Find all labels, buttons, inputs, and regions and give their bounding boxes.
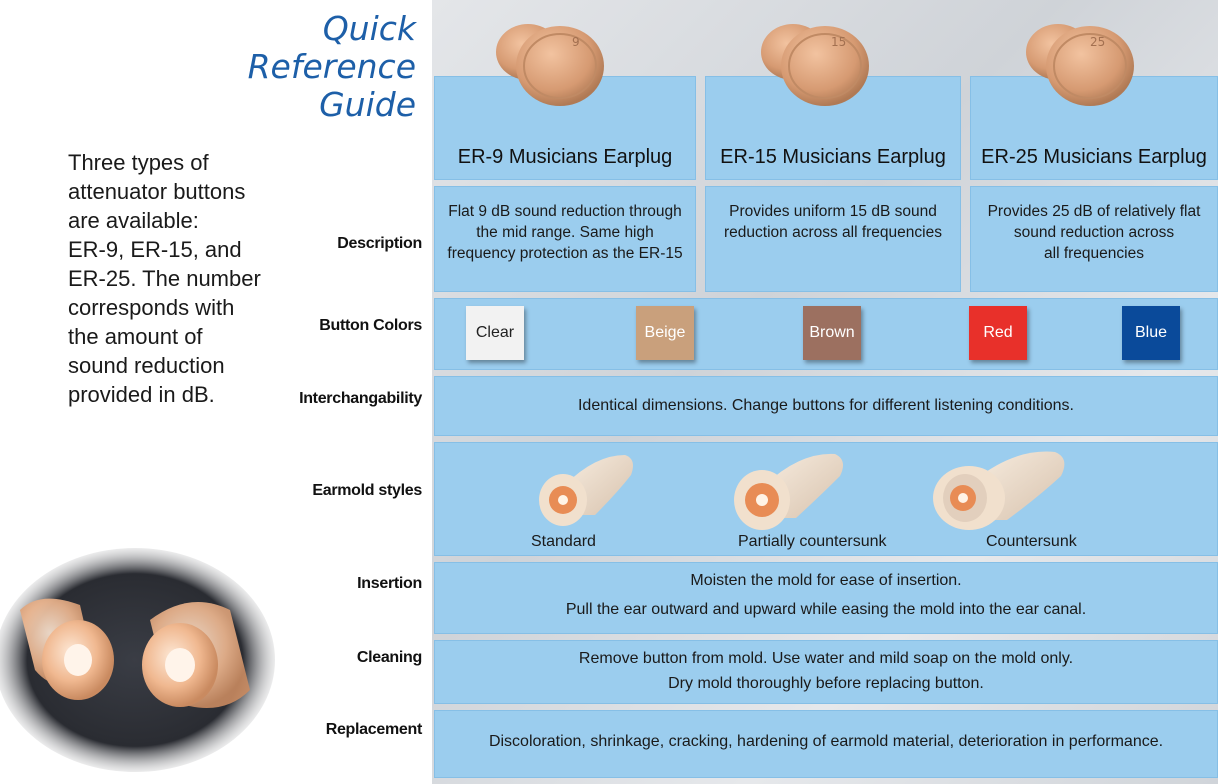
intro-paragraph: Three types of attenuator buttons are av…	[68, 148, 288, 409]
replacement-cell	[434, 710, 1218, 778]
page-title: Quick Reference Guide	[200, 10, 416, 124]
intro-line: corresponds with	[68, 295, 235, 320]
intro-line: Three types of	[68, 150, 209, 175]
description-line: the mid range. Same high	[476, 224, 654, 241]
swatch-red: Red	[969, 306, 1027, 360]
intro-line: ER-9, ER-15, and	[68, 237, 242, 262]
description-cell-er15	[705, 186, 961, 292]
intro-line: attenuator buttons	[68, 179, 246, 204]
er9-button-image: 9	[496, 24, 604, 106]
er25-button-number: 25	[1090, 35, 1105, 49]
title-line-3: Guide	[319, 85, 416, 124]
description-er25: Provides 25 dB of relatively flat sound …	[970, 201, 1218, 264]
intro-line: ER-25. The number	[68, 266, 261, 291]
intro-line: the amount of	[68, 324, 203, 349]
insertion-cell	[434, 562, 1218, 634]
er15-button-number: 15	[831, 35, 846, 49]
intro-line: are available:	[68, 208, 199, 233]
description-line: Flat 9 dB sound reduction through	[448, 203, 682, 220]
description-er15: Provides uniform 15 dB sound reduction a…	[705, 201, 961, 243]
intro-line: provided in dB.	[68, 382, 215, 407]
description-line: frequency protection as the ER-15	[447, 245, 683, 262]
earmold-caption-partially-countersunk: Partially countersunk	[738, 533, 887, 550]
swatch-blue: Blue	[1122, 306, 1180, 360]
cleaning-line-1: Remove button from mold. Use water and m…	[578, 650, 1074, 667]
insertion-line-2: Pull the ear outward and upward while ea…	[565, 601, 1087, 618]
earmold-caption-countersunk: Countersunk	[986, 533, 1077, 550]
earplug-photo	[0, 548, 275, 772]
description-line: reduction across all frequencies	[724, 224, 942, 241]
description-line: Provides 25 dB of relatively flat	[987, 203, 1201, 220]
interchangability-text: Identical dimensions. Change buttons for…	[577, 397, 1074, 414]
column-header-er25: ER-25 Musicians Earplug	[981, 146, 1207, 168]
description-cell-er25	[970, 186, 1218, 292]
row-label-insertion: Insertion	[357, 575, 422, 592]
column-header-er9: ER-9 Musicians Earplug	[457, 146, 673, 168]
row-label-replacement: Replacement	[325, 721, 423, 738]
title-line-1: Quick	[322, 9, 416, 48]
description-line: sound reduction across	[1013, 224, 1175, 241]
er9-button-number: 9	[572, 35, 580, 49]
swatch-brown: Brown	[803, 306, 861, 360]
row-label-button-colors: Button Colors	[319, 317, 422, 334]
earmold-caption-standard: Standard	[531, 533, 596, 550]
title-line-2: Reference	[247, 47, 416, 86]
swatch-beige: Beige	[636, 306, 694, 360]
er15-button-image: 15	[761, 24, 869, 106]
replacement-text: Discoloration, shrinkage, cracking, hard…	[488, 733, 1164, 750]
row-label-interchangability: Interchangability	[299, 390, 422, 407]
description-line: all frequencies	[1044, 245, 1144, 262]
row-label-description: Description	[337, 235, 422, 252]
column-header-er15: ER-15 Musicians Earplug	[720, 146, 946, 168]
earmold-standard-image	[539, 455, 633, 526]
er25-button-image: 25	[1026, 24, 1134, 106]
row-label-earmold-styles: Earmold styles	[312, 482, 422, 499]
earmold-countersunk-image	[933, 451, 1065, 530]
description-cell-er9	[434, 186, 696, 292]
row-label-cleaning: Cleaning	[356, 649, 422, 666]
cleaning-line-2: Dry mold thoroughly before replacing but…	[668, 675, 984, 692]
swatch-clear: Clear	[466, 306, 524, 360]
description-er9: Flat 9 dB sound reduction through the mi…	[434, 201, 696, 264]
cleaning-cell	[434, 640, 1218, 704]
interchangability-cell	[434, 376, 1218, 436]
earmold-partially-countersunk-image	[734, 453, 844, 530]
intro-line: sound reduction	[68, 353, 225, 378]
description-line: Provides uniform 15 dB sound	[729, 203, 937, 220]
insertion-line-1: Moisten the mold for ease of insertion.	[690, 572, 962, 589]
